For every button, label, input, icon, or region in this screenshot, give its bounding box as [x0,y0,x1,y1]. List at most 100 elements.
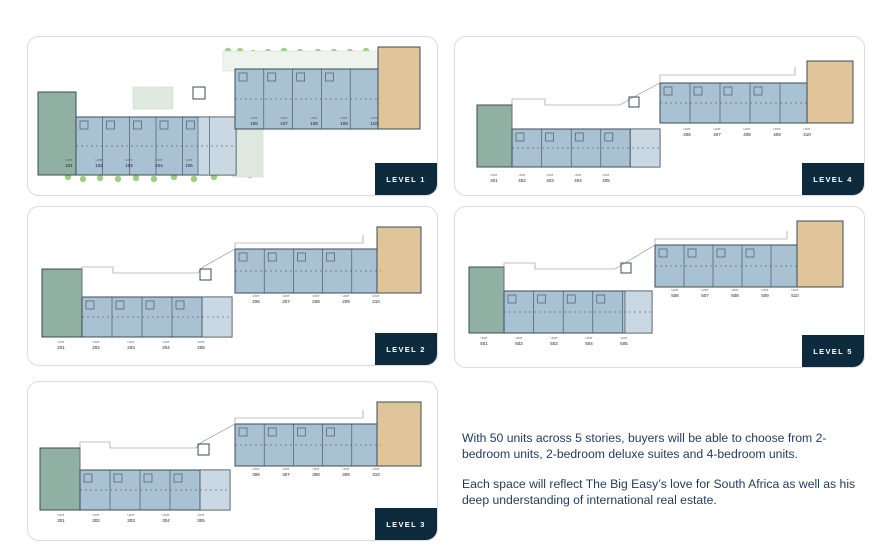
unit-tag: UNIT [480,336,488,340]
unit-number: 106 [250,120,258,126]
unit-tag: UNIT [602,173,610,177]
unit-tag: UNIT [250,116,258,120]
unit-number: 201 [57,344,65,350]
unit-tag: UNIT [546,173,554,177]
unit-number: 505 [620,340,628,346]
room-outline [267,72,277,82]
unit-tag: UNIT [518,173,526,177]
level-4-floor-plan [476,60,854,168]
level-badge: LEVEL 2 [375,333,437,365]
unit-tag: UNIT [92,340,100,344]
tree-icon [114,175,122,183]
room-outline [753,86,763,96]
unit-tag: UNIT [197,513,205,517]
unit-number: 402 [518,177,526,183]
unit-tag: UNIT [585,336,593,340]
unit-tag: UNIT [162,340,170,344]
description-paragraph-2: Each space will reflect The Big Easy’s l… [462,477,856,507]
unit-tag: UNIT [342,467,350,471]
unit-tag: UNIT [743,127,751,131]
unit-tag: UNIT [372,294,380,298]
unit-number: 310 [372,471,380,477]
room-outline [745,248,755,258]
room-outline [186,120,195,130]
room-outline [687,248,697,258]
unit-number: 308 [312,471,320,477]
unit-tag: UNIT [701,288,709,292]
unit-number: 210 [372,298,380,304]
unit-number: 504 [585,340,593,346]
unit-tag: UNIT [162,513,170,517]
unit-number: 208 [312,298,320,304]
unit-tag: UNIT [791,288,799,292]
room-outline [297,427,306,437]
tree-icon [150,175,158,183]
unit-number: 408 [743,131,751,137]
unit-tag: UNIT [515,336,523,340]
level-5-floor-plan [468,220,844,334]
unit-number: 309 [342,471,350,477]
room-outline [175,300,185,310]
unit-tag: UNIT [155,158,163,162]
unit-dividers [504,245,800,333]
unit-number: 306 [252,471,260,477]
unit-number: 506 [671,292,679,298]
unit-tag: UNIT [57,340,65,344]
unit-dividers [80,424,381,510]
room-outline [723,86,733,96]
room-outline [238,427,248,437]
unit-tag: UNIT [282,294,290,298]
room-outline [716,248,726,258]
unit-tag: UNIT [574,173,582,177]
room-outline [267,427,277,437]
room-outline [145,300,155,310]
room-outline [85,300,95,310]
room-outline [693,86,703,96]
room-outline [106,120,115,130]
unit-number: 108 [310,120,318,126]
unit-number: 303 [127,517,135,523]
unit-tag: UNIT [550,336,558,340]
unit-number: 503 [550,340,558,346]
tree-icon [190,175,198,183]
room-outline [326,252,335,262]
unit-tag: UNIT [671,288,679,292]
unit-number: 302 [92,517,100,523]
unit-number: 109 [340,120,348,126]
unit-number: 501 [480,340,488,346]
room-outline [604,132,614,142]
room-outline [326,427,335,437]
unit-tag: UNIT [57,513,65,517]
unit-number: 203 [127,344,135,350]
unit-number: 404 [574,177,582,183]
room-outline [663,86,673,96]
level-3-floor-plan [39,401,422,511]
level-badge: LEVEL 1 [375,163,437,195]
room-outline [113,473,123,483]
unit-number: 502 [515,340,523,346]
room-outline [238,72,248,82]
